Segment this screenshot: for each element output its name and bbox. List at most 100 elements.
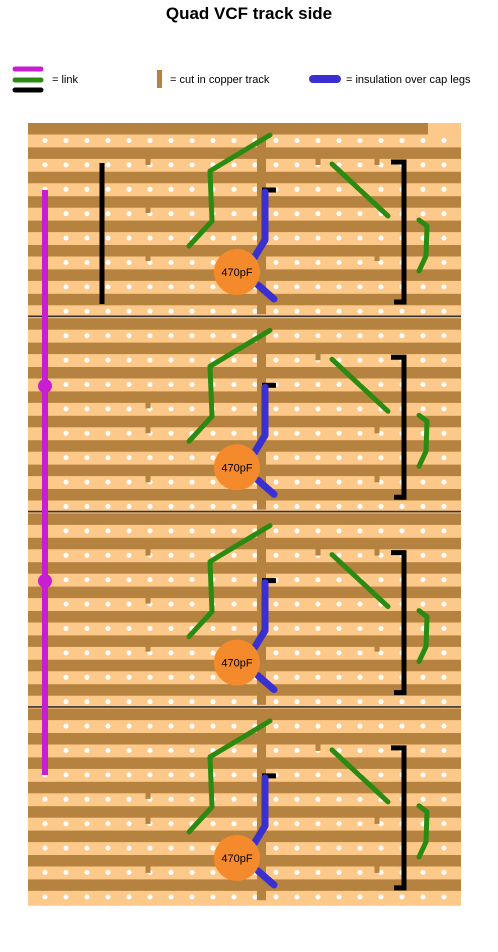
board-hole <box>210 455 216 461</box>
board-hole <box>420 552 426 558</box>
board-hole <box>42 162 48 168</box>
board-hole <box>84 748 90 753</box>
board-hole <box>378 138 384 143</box>
green-link-zigzag <box>186 132 273 249</box>
board-hole <box>441 748 447 753</box>
board-hole <box>336 650 342 656</box>
board-hole <box>315 455 321 461</box>
board-hole <box>63 821 69 827</box>
board-hole <box>315 260 321 265</box>
board-hole <box>399 333 405 339</box>
board-hole <box>420 723 426 729</box>
board-hole <box>126 357 132 363</box>
board-hole <box>294 333 300 339</box>
board-hole <box>231 552 237 558</box>
board-hole <box>441 162 447 168</box>
board-hole <box>63 211 69 217</box>
board-hole <box>168 772 174 778</box>
board-hole <box>105 577 111 583</box>
board-hole <box>105 845 111 851</box>
board-hole <box>168 601 174 607</box>
board-hole <box>126 260 132 265</box>
board-hole <box>105 479 111 485</box>
board-hole <box>294 357 300 363</box>
board-hole <box>294 308 300 314</box>
copper-track <box>28 123 428 135</box>
copper-track <box>28 318 461 330</box>
track-cut <box>145 591 151 604</box>
board-hole <box>126 894 132 900</box>
board-hole <box>84 577 90 583</box>
board-hole <box>126 796 132 802</box>
board-hole <box>441 138 447 143</box>
board-hole <box>441 699 447 705</box>
board-hole <box>357 674 363 680</box>
board-hole <box>126 479 132 485</box>
board-hole <box>105 504 111 509</box>
cap-leg-insulation <box>254 281 278 303</box>
board-hole <box>189 845 195 851</box>
track-cut <box>374 860 380 873</box>
board-hole <box>147 504 153 509</box>
board-hole <box>210 504 216 509</box>
board-hole <box>336 699 342 705</box>
board-hole <box>231 504 237 509</box>
capacitor-label: 470pF <box>221 462 252 474</box>
board-hole <box>105 406 111 412</box>
board-hole <box>420 211 426 217</box>
track-cut <box>145 201 151 213</box>
board-hole <box>315 406 321 412</box>
board-hole <box>126 577 132 583</box>
board-hole <box>252 699 258 705</box>
board-hole <box>189 577 195 583</box>
board-hole <box>441 406 447 412</box>
board-hole <box>273 406 279 412</box>
board-hole <box>63 870 69 875</box>
green-link-short <box>416 803 430 860</box>
board-hole <box>273 260 279 265</box>
board-hole <box>357 430 363 436</box>
board-hole <box>420 479 426 485</box>
board-hole <box>420 674 426 680</box>
board-hole <box>399 894 405 900</box>
board-hole <box>126 601 132 607</box>
board-hole <box>63 455 69 461</box>
board-hole <box>273 894 279 900</box>
board-hole <box>252 308 258 314</box>
board-hole <box>210 479 216 485</box>
board-hole <box>63 528 69 534</box>
board-hole <box>336 626 342 631</box>
track-cut <box>145 249 151 261</box>
board-hole <box>147 723 153 729</box>
board-hole <box>252 430 258 436</box>
board-hole <box>273 504 279 509</box>
board-hole <box>357 723 363 729</box>
board-hole <box>126 186 132 192</box>
board-hole <box>357 479 363 485</box>
board-hole <box>231 211 237 217</box>
board-hole <box>210 650 216 656</box>
board-hole <box>105 650 111 656</box>
copper-track <box>28 171 461 184</box>
board-hole <box>105 699 111 705</box>
board-hole <box>168 382 174 387</box>
board-hole <box>294 674 300 680</box>
board-hole <box>294 796 300 802</box>
board-hole <box>252 796 258 802</box>
board-hole <box>147 748 153 753</box>
board-hole <box>147 772 153 778</box>
board-hole <box>420 138 426 143</box>
board-hole <box>336 260 342 265</box>
board-hole <box>189 552 195 558</box>
board-hole <box>105 333 111 339</box>
board-hole <box>336 601 342 607</box>
track-cut <box>145 811 151 824</box>
board-hole <box>231 308 237 314</box>
board-hole <box>420 796 426 802</box>
board-hole <box>126 455 132 461</box>
board-hole <box>420 870 426 875</box>
board-hole <box>105 894 111 900</box>
board-hole <box>84 626 90 631</box>
board-hole <box>315 479 321 485</box>
board-hole <box>63 894 69 900</box>
